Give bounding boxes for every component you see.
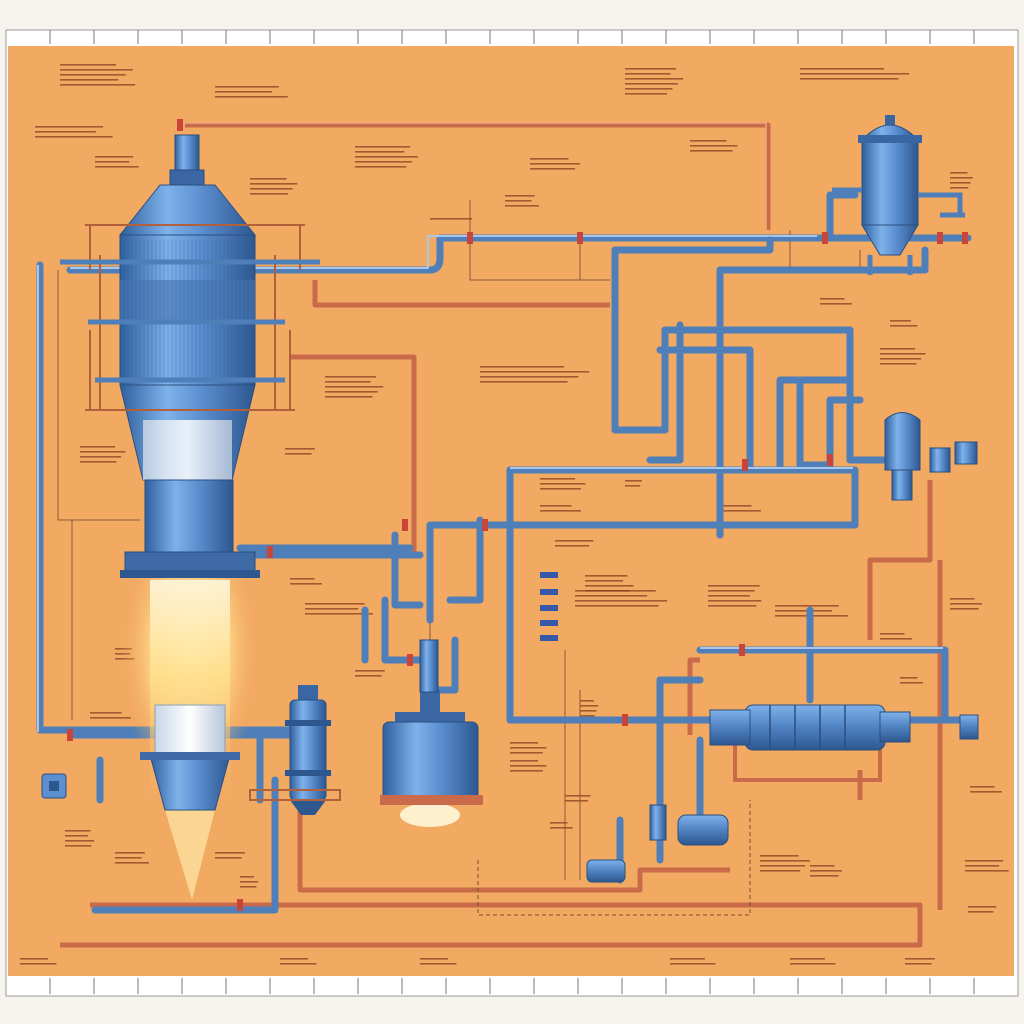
annotation-text-blocks (20, 64, 1009, 965)
mid-right-pump (884, 412, 978, 501)
blue-pipe-network (36, 191, 979, 914)
small-pump-bottom (586, 804, 729, 883)
valve-markers (67, 119, 968, 911)
bottom-center-tank (380, 639, 483, 827)
frame-ticks (49, 30, 975, 994)
reactor-tower (60, 134, 320, 900)
control-box-left (41, 773, 67, 799)
top-right-tank (832, 115, 965, 275)
red-pipe-network (60, 122, 943, 948)
legend-markers (540, 572, 558, 641)
bottom-left-column (249, 685, 341, 815)
horizontal-heat-exchanger (709, 704, 979, 782)
